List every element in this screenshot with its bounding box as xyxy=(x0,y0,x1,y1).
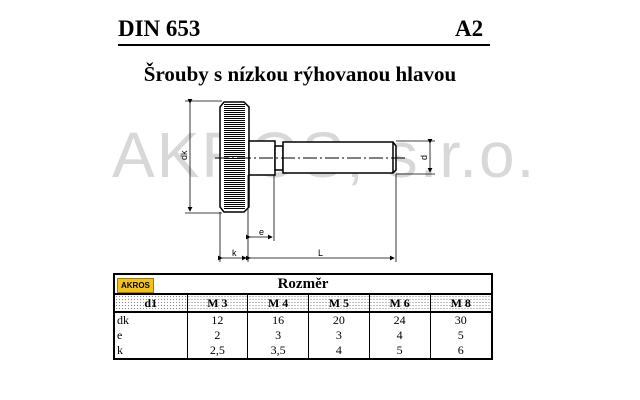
dim-dk: dk xyxy=(179,150,189,160)
table-caption: AKROS Rozměr xyxy=(114,274,492,295)
cell: 16 xyxy=(247,312,309,328)
cell: 5 xyxy=(429,328,492,343)
cell: 3 xyxy=(247,328,309,343)
material-grade: A2 xyxy=(455,16,484,41)
cell: 4 xyxy=(308,343,370,359)
dimension-lines xyxy=(185,99,435,262)
screw-head xyxy=(219,101,250,213)
table-row: dk 12 16 20 24 30 xyxy=(114,312,492,328)
column-header: M 5 xyxy=(308,294,370,313)
table-header-row: d1 M 3 M 4 M 5 M 6 M 8 xyxy=(114,294,492,313)
table-row: e 2 3 3 4 5 xyxy=(114,328,492,343)
cell: 2 xyxy=(186,328,248,343)
table-caption-row: AKROS Rozměr xyxy=(114,274,492,295)
akros-logo: AKROS xyxy=(117,278,154,293)
cell: 6 xyxy=(429,343,492,359)
row-label: e xyxy=(117,328,123,342)
cell: 5 xyxy=(368,343,430,359)
dimensions-table: AKROS Rozměr d1 M 3 M 4 M 5 M 6 M 8 dk 12… xyxy=(113,273,493,360)
column-header: M 3 xyxy=(186,294,248,313)
cell: 2,5 xyxy=(186,343,248,359)
subtitle: Šrouby s nízkou rýhovanou hlavou xyxy=(143,62,457,86)
column-header: M 6 xyxy=(368,294,430,313)
table-row: k 2,5 3,5 4 5 6 xyxy=(114,343,492,359)
dim-L: L xyxy=(318,248,323,258)
dim-e: e xyxy=(259,227,264,237)
cell: 24 xyxy=(368,312,430,328)
standard-title: DIN 653 xyxy=(118,16,201,41)
dim-d: d xyxy=(419,155,429,160)
cell: 4 xyxy=(368,328,430,343)
cell: 20 xyxy=(308,312,370,328)
row-label: k xyxy=(117,343,123,357)
cell: 12 xyxy=(186,312,248,328)
cell: 30 xyxy=(429,312,492,328)
dim-k: k xyxy=(232,248,237,258)
row-label: dk xyxy=(117,313,129,327)
column-header: M 8 xyxy=(429,294,492,313)
caption-text: Rozměr xyxy=(277,275,329,292)
column-header: M 4 xyxy=(247,294,309,313)
column-header: d1 xyxy=(114,294,187,313)
cell: 3 xyxy=(308,328,370,343)
cell: 3,5 xyxy=(247,343,309,359)
title-underline xyxy=(118,44,490,46)
